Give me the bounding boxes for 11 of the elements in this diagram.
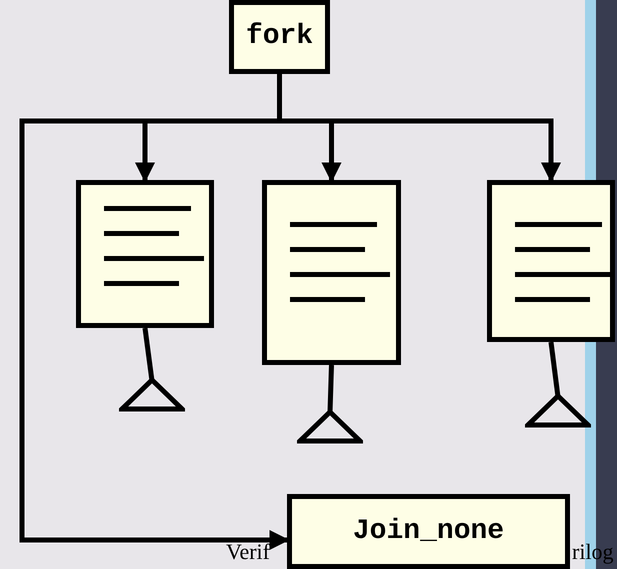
end-triangle [297, 409, 363, 444]
keyword-text: Join_none [352, 514, 504, 548]
end-triangle [525, 393, 591, 428]
process-box [229, 0, 330, 74]
end-triangle [119, 377, 185, 412]
process-box [287, 494, 570, 569]
thread-box [487, 180, 615, 342]
footer-text: Verif [226, 538, 270, 566]
keyword-text: fork [246, 20, 314, 54]
thread-box [76, 180, 214, 328]
thread-box [262, 180, 401, 365]
